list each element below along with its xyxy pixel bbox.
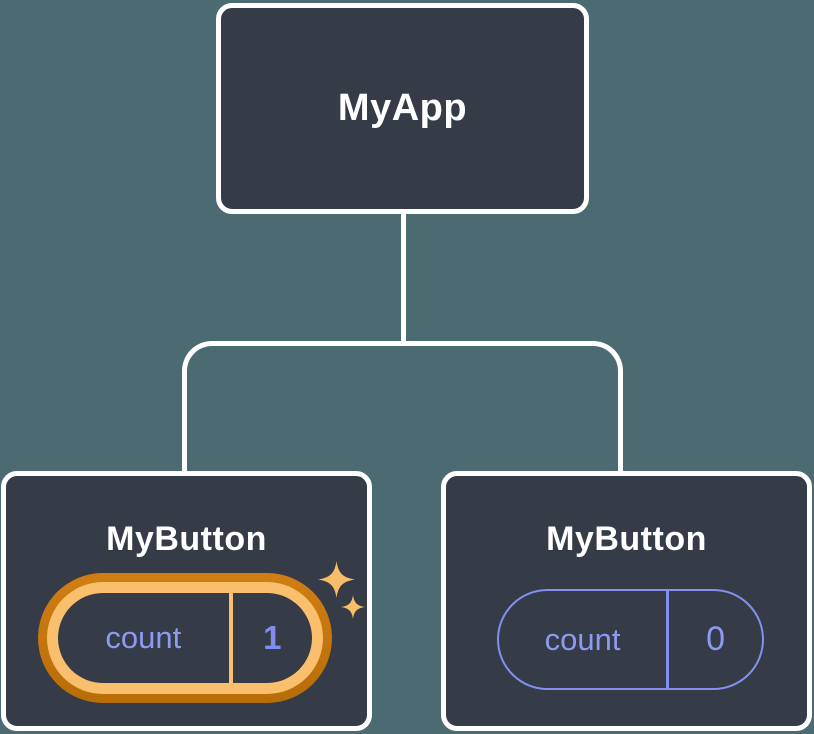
state-badge-divider [228, 593, 233, 683]
connector-branch-to-children [182, 341, 623, 472]
node-mybutton-1: MyButton count 1 [1, 471, 372, 731]
node-myapp: MyApp [216, 3, 589, 214]
state-badge-divider [666, 591, 670, 688]
state-name-label: count [105, 620, 182, 655]
sparkle-icon-large [318, 561, 355, 598]
connector-root-to-branch [401, 211, 406, 345]
node-myapp-label: MyApp [337, 87, 468, 129]
highlight-ring: count 1 [47, 582, 323, 694]
state-value: 0 [706, 620, 726, 658]
state-name-label: count [544, 621, 621, 657]
sparkle-icon-small [341, 595, 365, 619]
state-badge-highlighted: count 1 [38, 573, 332, 703]
state-badge: count 0 [497, 589, 764, 690]
node-mybutton-2-label: MyButton [546, 520, 707, 558]
state-value: 1 [263, 619, 282, 656]
node-mybutton-2: MyButton count 0 [441, 471, 812, 731]
node-mybutton-1-label: MyButton [106, 520, 267, 558]
state-badge-body: count 1 [58, 593, 312, 683]
